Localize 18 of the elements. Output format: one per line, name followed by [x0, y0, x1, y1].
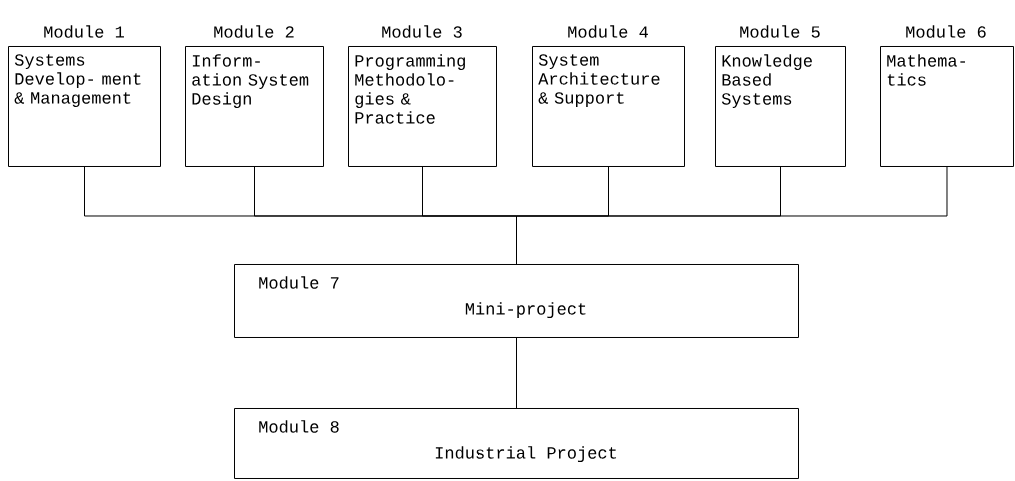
box-heading: Module 7	[259, 276, 339, 289]
box-heading: Module 8	[259, 420, 339, 433]
box-heading: Module 1	[44, 25, 124, 38]
box-heading: Module 4	[568, 25, 648, 38]
connector-line	[516, 166, 948, 265]
box-text: Systems Develop- ment & Management	[14, 54, 141, 108]
connector-line	[516, 337, 517, 409]
box-text: Knowledge Based Systems	[721, 54, 812, 109]
box-text: Mathema- tics	[887, 54, 965, 86]
box-text: System Architecture & Support	[538, 54, 660, 108]
box-text: Industrial Project	[435, 446, 617, 463]
box-heading: Module 3	[382, 25, 462, 38]
box-heading: Module 2	[214, 25, 294, 38]
box-heading: Module 6	[906, 25, 986, 38]
box-text: Inform- ation System Design	[192, 54, 309, 109]
box-text: Programming Methodolo- gies & Practice	[355, 54, 465, 124]
box-text: Mini-project	[465, 302, 586, 319]
box-heading: Module 5	[740, 25, 820, 38]
